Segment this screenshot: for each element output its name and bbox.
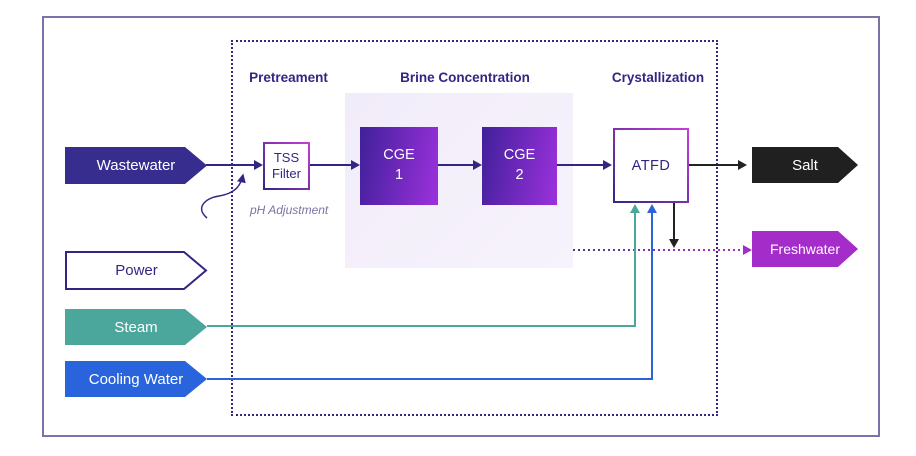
flow-line-cooling-horizontal (207, 378, 653, 380)
section-label-pretreatment: Pretreament (249, 70, 328, 85)
arrowhead-atfd-down (669, 239, 679, 248)
arrowhead-steam-atfd (630, 204, 640, 213)
unit-cge-2: CGE 2 (482, 127, 557, 205)
plant-boundary-box (231, 40, 718, 416)
input-wastewater: Wastewater (65, 147, 207, 184)
flow-line-wastewater-tss (206, 164, 256, 166)
flow-line-atfd-down (673, 203, 675, 240)
arrowhead-wastewater-tss (254, 160, 263, 170)
cge1-label-line1: CGE (383, 147, 415, 164)
atfd-label: ATFD (631, 157, 671, 174)
flow-line-cge1-cge2 (438, 164, 474, 166)
arrowhead-atfd-salt (738, 160, 747, 170)
arrowhead-cge2-atfd (603, 160, 612, 170)
input-cooling-water: Cooling Water (65, 361, 207, 397)
flow-line-cge2-atfd (557, 164, 604, 166)
cge2-label-line2: 2 (515, 167, 524, 183)
flow-line-steam-vertical (634, 212, 636, 327)
output-salt: Salt (752, 147, 858, 183)
tss-filter-label-line1: TSS (273, 150, 300, 166)
arrowhead-freshwater (743, 245, 752, 255)
unit-cge-1: CGE 1 (360, 127, 438, 205)
arrowhead-tss-cge1 (351, 160, 360, 170)
section-label-brine-concentration: Brine Concentration (400, 70, 530, 85)
output-freshwater: Freshwater (752, 231, 858, 267)
ph-adjustment-label: pH Adjustment (250, 203, 329, 217)
ph-adjustment-squiggle-arrow (201, 173, 246, 219)
unit-tss-filter: TSS Filter (263, 142, 310, 190)
cge1-label-line2: 1 (394, 167, 404, 183)
flow-line-steam-horizontal (207, 325, 636, 327)
arrowhead-cooling-atfd (647, 204, 657, 213)
input-steam: Steam (65, 309, 207, 345)
power-chevron-outline (65, 251, 208, 290)
unit-atfd: ATFD (613, 128, 689, 203)
flow-line-cooling-vertical (651, 212, 653, 380)
arrowhead-cge1-cge2 (473, 160, 482, 170)
cge2-label-line1: CGE (503, 147, 536, 164)
flow-line-tss-cge1 (310, 164, 353, 166)
section-label-crystallization: Crystallization (611, 70, 705, 85)
flow-line-freshwater-dotted (573, 249, 743, 251)
tss-filter-label-line2: Filter (272, 166, 301, 181)
flow-line-atfd-salt (689, 164, 739, 166)
input-power: Power (65, 251, 208, 290)
input-power-label: Power (115, 262, 158, 279)
